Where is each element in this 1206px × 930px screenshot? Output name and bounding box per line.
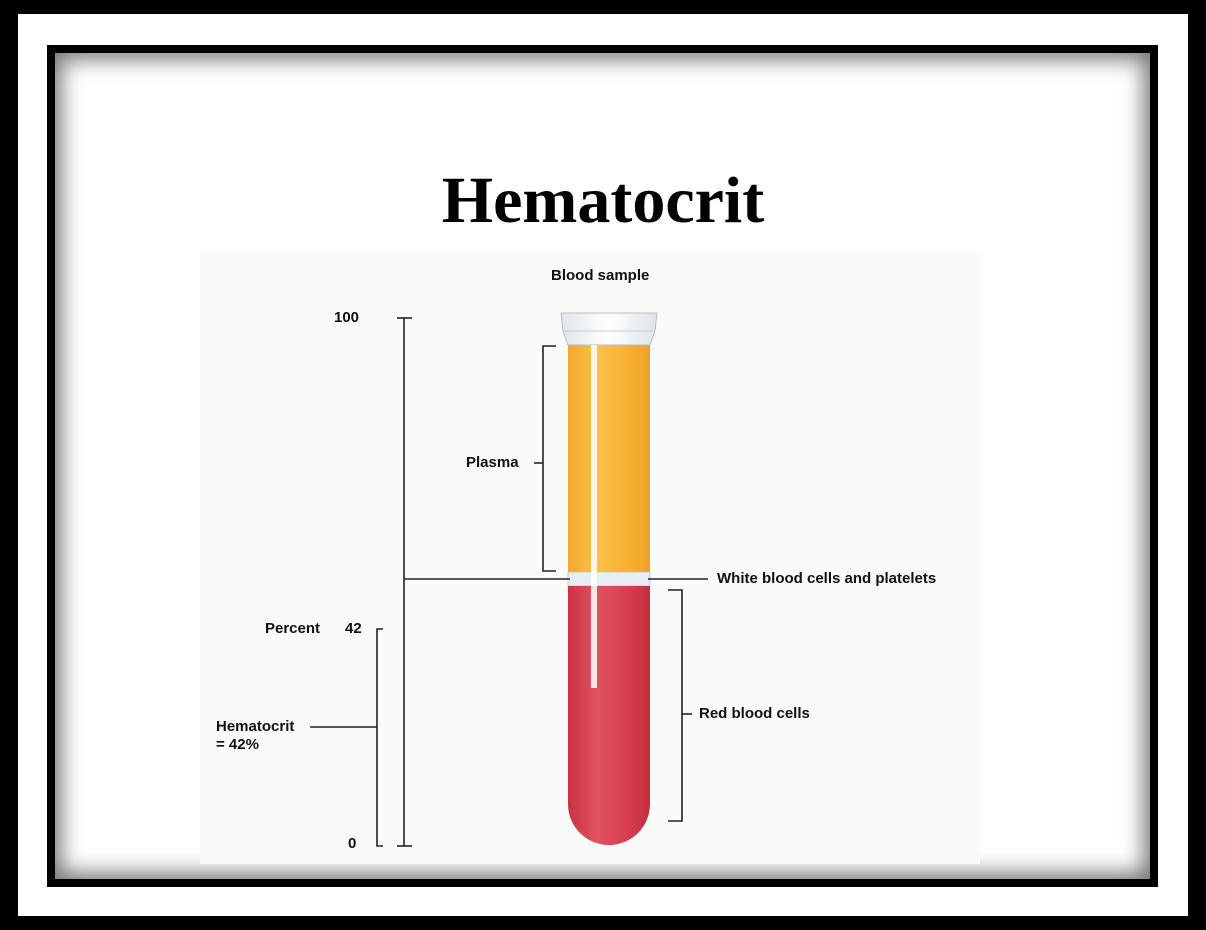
buffy-coat-label: White blood cells and platelets [717, 571, 936, 588]
hematocrit-bracket [310, 629, 383, 846]
red-cells-layer [568, 586, 650, 845]
percent-mark-label: 42 [345, 621, 362, 638]
hematocrit-label-line2: = 42% [216, 737, 259, 754]
tube-reflection [591, 345, 597, 688]
scale-bottom-label: 0 [348, 836, 356, 853]
blood-sample-header: Blood sample [551, 268, 649, 285]
scale-top-label: 100 [334, 310, 359, 327]
plasma-bracket [534, 346, 556, 571]
red-cells-label: Red blood cells [699, 706, 810, 723]
red-cells-bracket [668, 590, 692, 821]
hematocrit-label-line1: Hematocrit [216, 719, 294, 736]
scale-axis [397, 318, 412, 846]
tube-rim [561, 313, 657, 345]
buffy-coat-layer [568, 572, 650, 586]
plasma-label: Plasma [466, 455, 519, 472]
plasma-layer [568, 345, 650, 574]
percent-label: Percent [265, 621, 320, 638]
